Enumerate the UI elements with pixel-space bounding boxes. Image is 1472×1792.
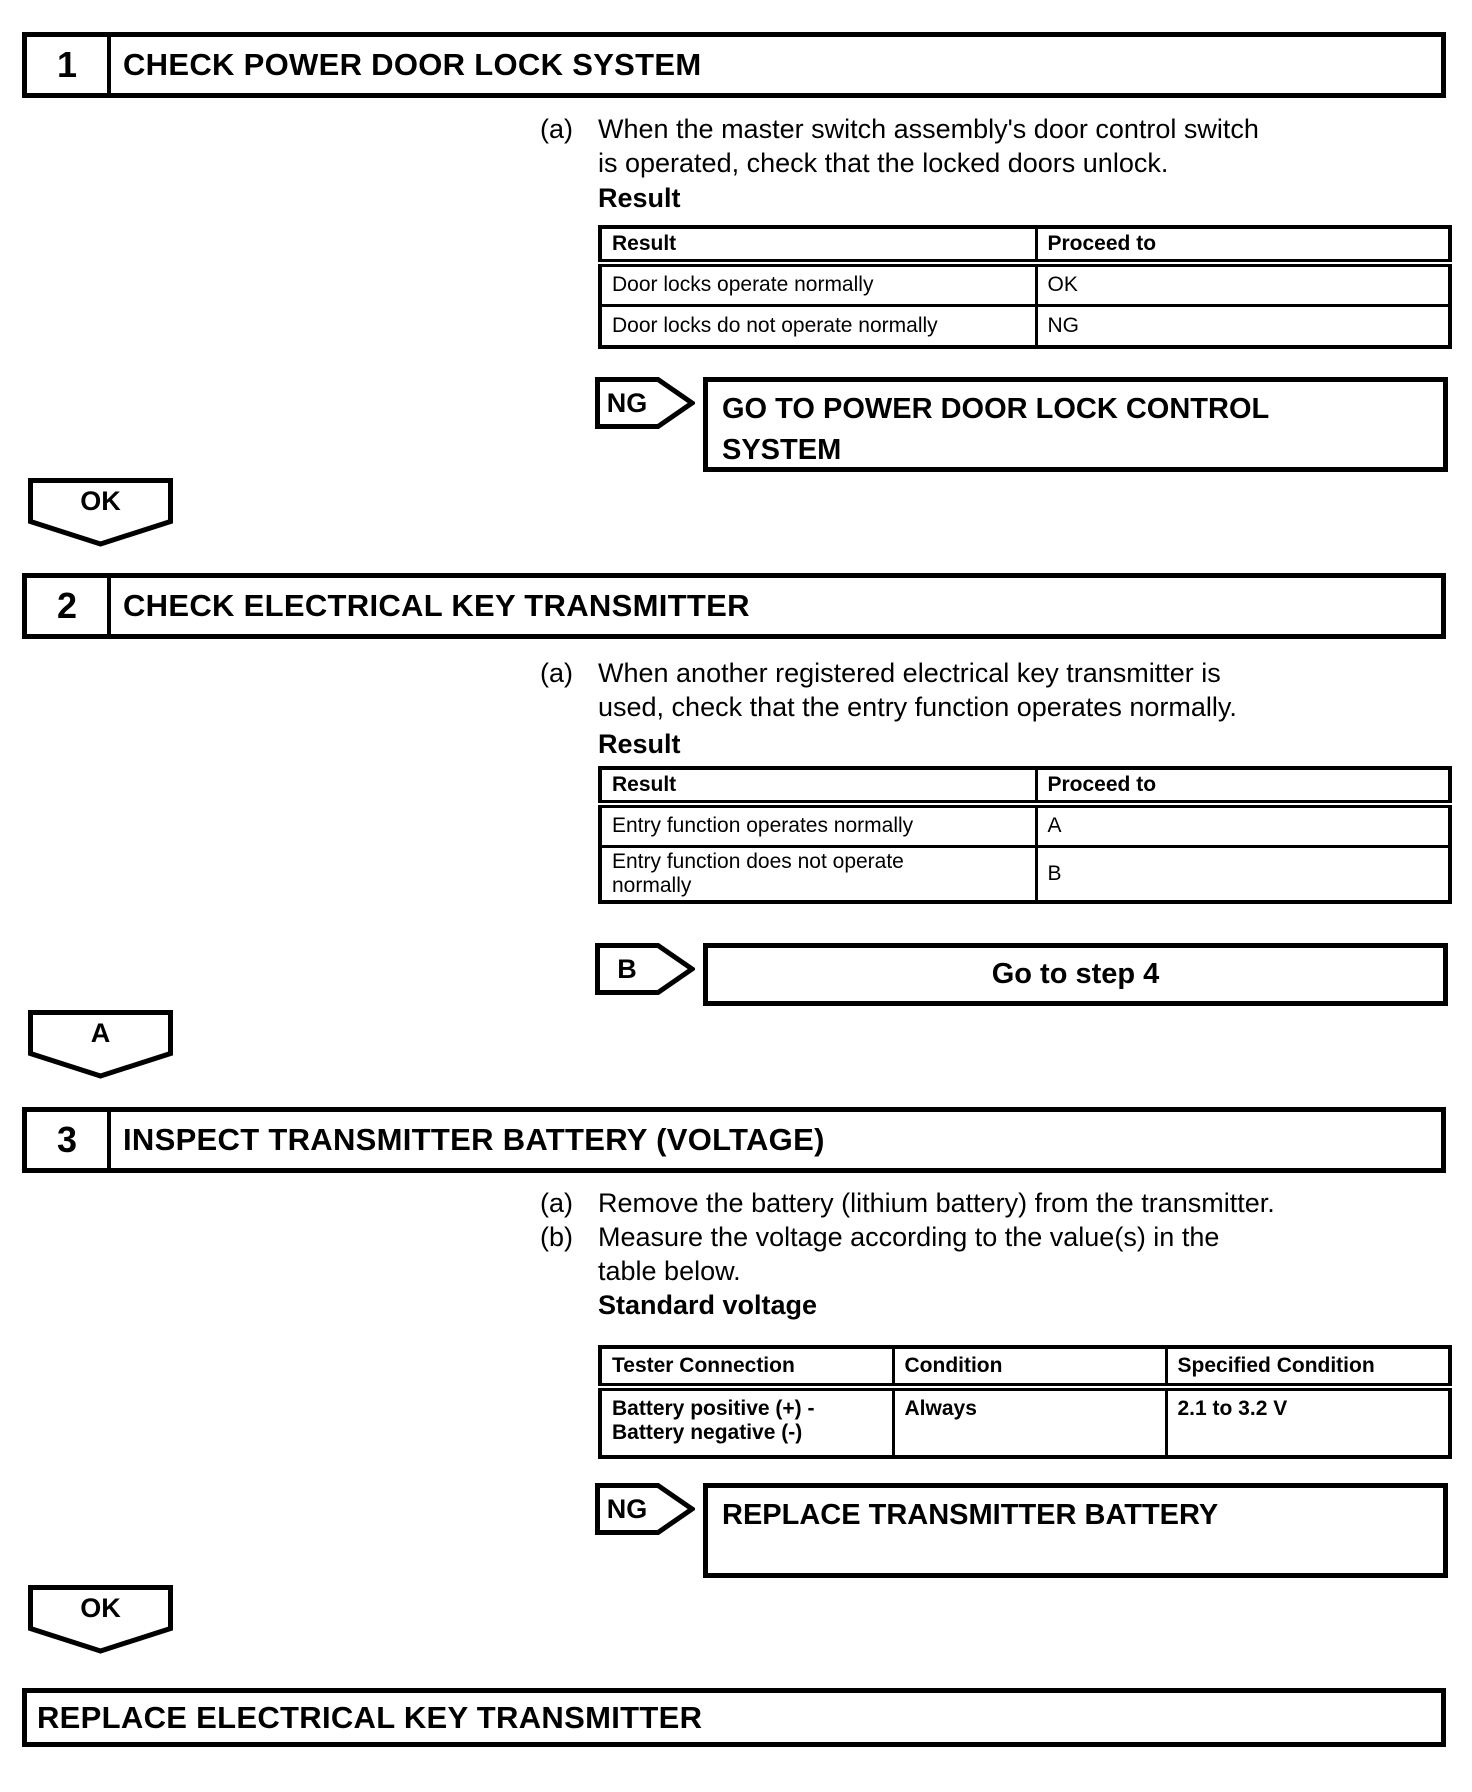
item-text: When the master switch assembly's door c… xyxy=(598,114,1259,178)
table-row: Entry function operates normally A xyxy=(600,802,1450,846)
step-1-instructions: (a) When the master switch assembly's do… xyxy=(540,112,1450,180)
branch-action-box: GO TO POWER DOOR LOCK CONTROL SYSTEM xyxy=(703,377,1448,472)
item-text: When another registered electrical key t… xyxy=(598,658,1237,722)
table-cell: Door locks operate normally xyxy=(600,261,1038,305)
table-cell: Entry function operates normally xyxy=(600,802,1038,846)
table-header-cell: Specified Condition xyxy=(1166,1347,1450,1391)
item-text: Remove the battery (lithium battery) fro… xyxy=(598,1188,1275,1218)
final-action-bar: REPLACE ELECTRICAL KEY TRANSMITTER xyxy=(22,1688,1446,1747)
table-header-cell: Proceed to xyxy=(1036,227,1450,267)
table-row: Battery positive (+) - Battery negative … xyxy=(600,1385,1450,1457)
branch-label: NG xyxy=(606,387,648,418)
table-row: Door locks do not operate normally NG xyxy=(600,303,1450,347)
table-cell: Always xyxy=(893,1385,1168,1457)
step-3-title: INSPECT TRANSMITTER BATTERY (VOLTAGE) xyxy=(123,1122,825,1157)
step-1-title: CHECK POWER DOOR LOCK SYSTEM xyxy=(123,47,702,82)
arrow-right-pentagon-icon xyxy=(595,377,695,429)
step-1-header: 1 CHECK POWER DOOR LOCK SYSTEM xyxy=(22,32,1446,98)
arrow-right-pentagon-icon xyxy=(595,1483,695,1535)
result-label: Result xyxy=(598,729,681,759)
table-row: Entry function does not operate normally… xyxy=(600,844,1450,902)
table-cell: NG xyxy=(1036,303,1450,347)
table-header-cell: Proceed to xyxy=(1036,768,1450,808)
branch-label: NG xyxy=(606,1493,648,1524)
ok-continue-connector: OK xyxy=(28,1585,173,1654)
step-1-number: 1 xyxy=(27,37,111,93)
continue-label: OK xyxy=(80,1592,121,1623)
item-marker: (a) xyxy=(540,114,573,144)
step-3-voltage-table: Tester Connection Condition Specified Co… xyxy=(598,1345,1452,1459)
ng-branch-connector: NG xyxy=(595,1483,695,1535)
table-cell: OK xyxy=(1036,261,1450,305)
table-header-row: Result Proceed to xyxy=(600,227,1450,267)
a-continue-connector: A xyxy=(28,1010,173,1079)
branch-label: B xyxy=(617,953,637,984)
table-header-cell: Tester Connection xyxy=(600,1347,895,1391)
step-3-instructions: (a) Remove the battery (lithium battery)… xyxy=(540,1186,1450,1288)
arrow-down-pentagon-icon xyxy=(28,1010,173,1079)
table-header-cell: Result xyxy=(600,227,1038,267)
table-cell: A xyxy=(1036,802,1450,846)
table-cell: Battery positive (+) - Battery negative … xyxy=(600,1385,895,1457)
item-marker: (a) xyxy=(540,1188,573,1218)
standard-voltage-label: Standard voltage xyxy=(598,1290,818,1320)
step-2-number: 2 xyxy=(27,578,111,634)
b-branch-connector: B xyxy=(595,943,695,995)
ok-continue-connector: OK xyxy=(28,478,173,547)
procedure-item: (b) Measure the voltage according to the… xyxy=(540,1220,1450,1288)
procedure-item: (a) When the master switch assembly's do… xyxy=(540,112,1450,180)
ng-branch-connector: NG xyxy=(595,377,695,429)
step-2-title: CHECK ELECTRICAL KEY TRANSMITTER xyxy=(123,588,750,623)
step-2-instructions: (a) When another registered electrical k… xyxy=(540,656,1450,724)
procedure-item: (a) Remove the battery (lithium battery)… xyxy=(540,1186,1450,1220)
step-3-header: 3 INSPECT TRANSMITTER BATTERY (VOLTAGE) xyxy=(22,1107,1446,1173)
arrow-down-pentagon-icon xyxy=(28,1585,173,1654)
procedure-item: (a) When another registered electrical k… xyxy=(540,656,1450,724)
table-header-cell: Condition xyxy=(893,1347,1168,1391)
item-text: Measure the voltage according to the val… xyxy=(598,1222,1220,1286)
item-marker: (a) xyxy=(540,658,573,688)
table-cell: B xyxy=(1036,844,1450,902)
continue-label: OK xyxy=(80,485,121,516)
step-2-header: 2 CHECK ELECTRICAL KEY TRANSMITTER xyxy=(22,573,1446,639)
item-marker: (b) xyxy=(540,1222,573,1252)
arrow-down-pentagon-icon xyxy=(28,478,173,547)
table-row: Door locks operate normally OK xyxy=(600,261,1450,305)
step-2-result-table: Result Proceed to Entry function operate… xyxy=(598,766,1452,904)
table-cell: Entry function does not operate normally xyxy=(600,844,1038,902)
table-cell: Door locks do not operate normally xyxy=(600,303,1038,347)
table-header-row: Tester Connection Condition Specified Co… xyxy=(600,1347,1450,1391)
branch-action-box: REPLACE TRANSMITTER BATTERY xyxy=(703,1483,1448,1578)
step-1-result-table: Result Proceed to Door locks operate nor… xyxy=(598,225,1452,349)
arrow-right-pentagon-icon xyxy=(595,943,695,995)
step-3-number: 3 xyxy=(27,1112,111,1168)
branch-action-box: Go to step 4 xyxy=(703,943,1448,1006)
table-cell: 2.1 to 3.2 V xyxy=(1166,1385,1450,1457)
continue-label: A xyxy=(90,1017,111,1048)
table-header-row: Result Proceed to xyxy=(600,768,1450,808)
result-label: Result xyxy=(598,183,681,213)
table-header-cell: Result xyxy=(600,768,1038,808)
